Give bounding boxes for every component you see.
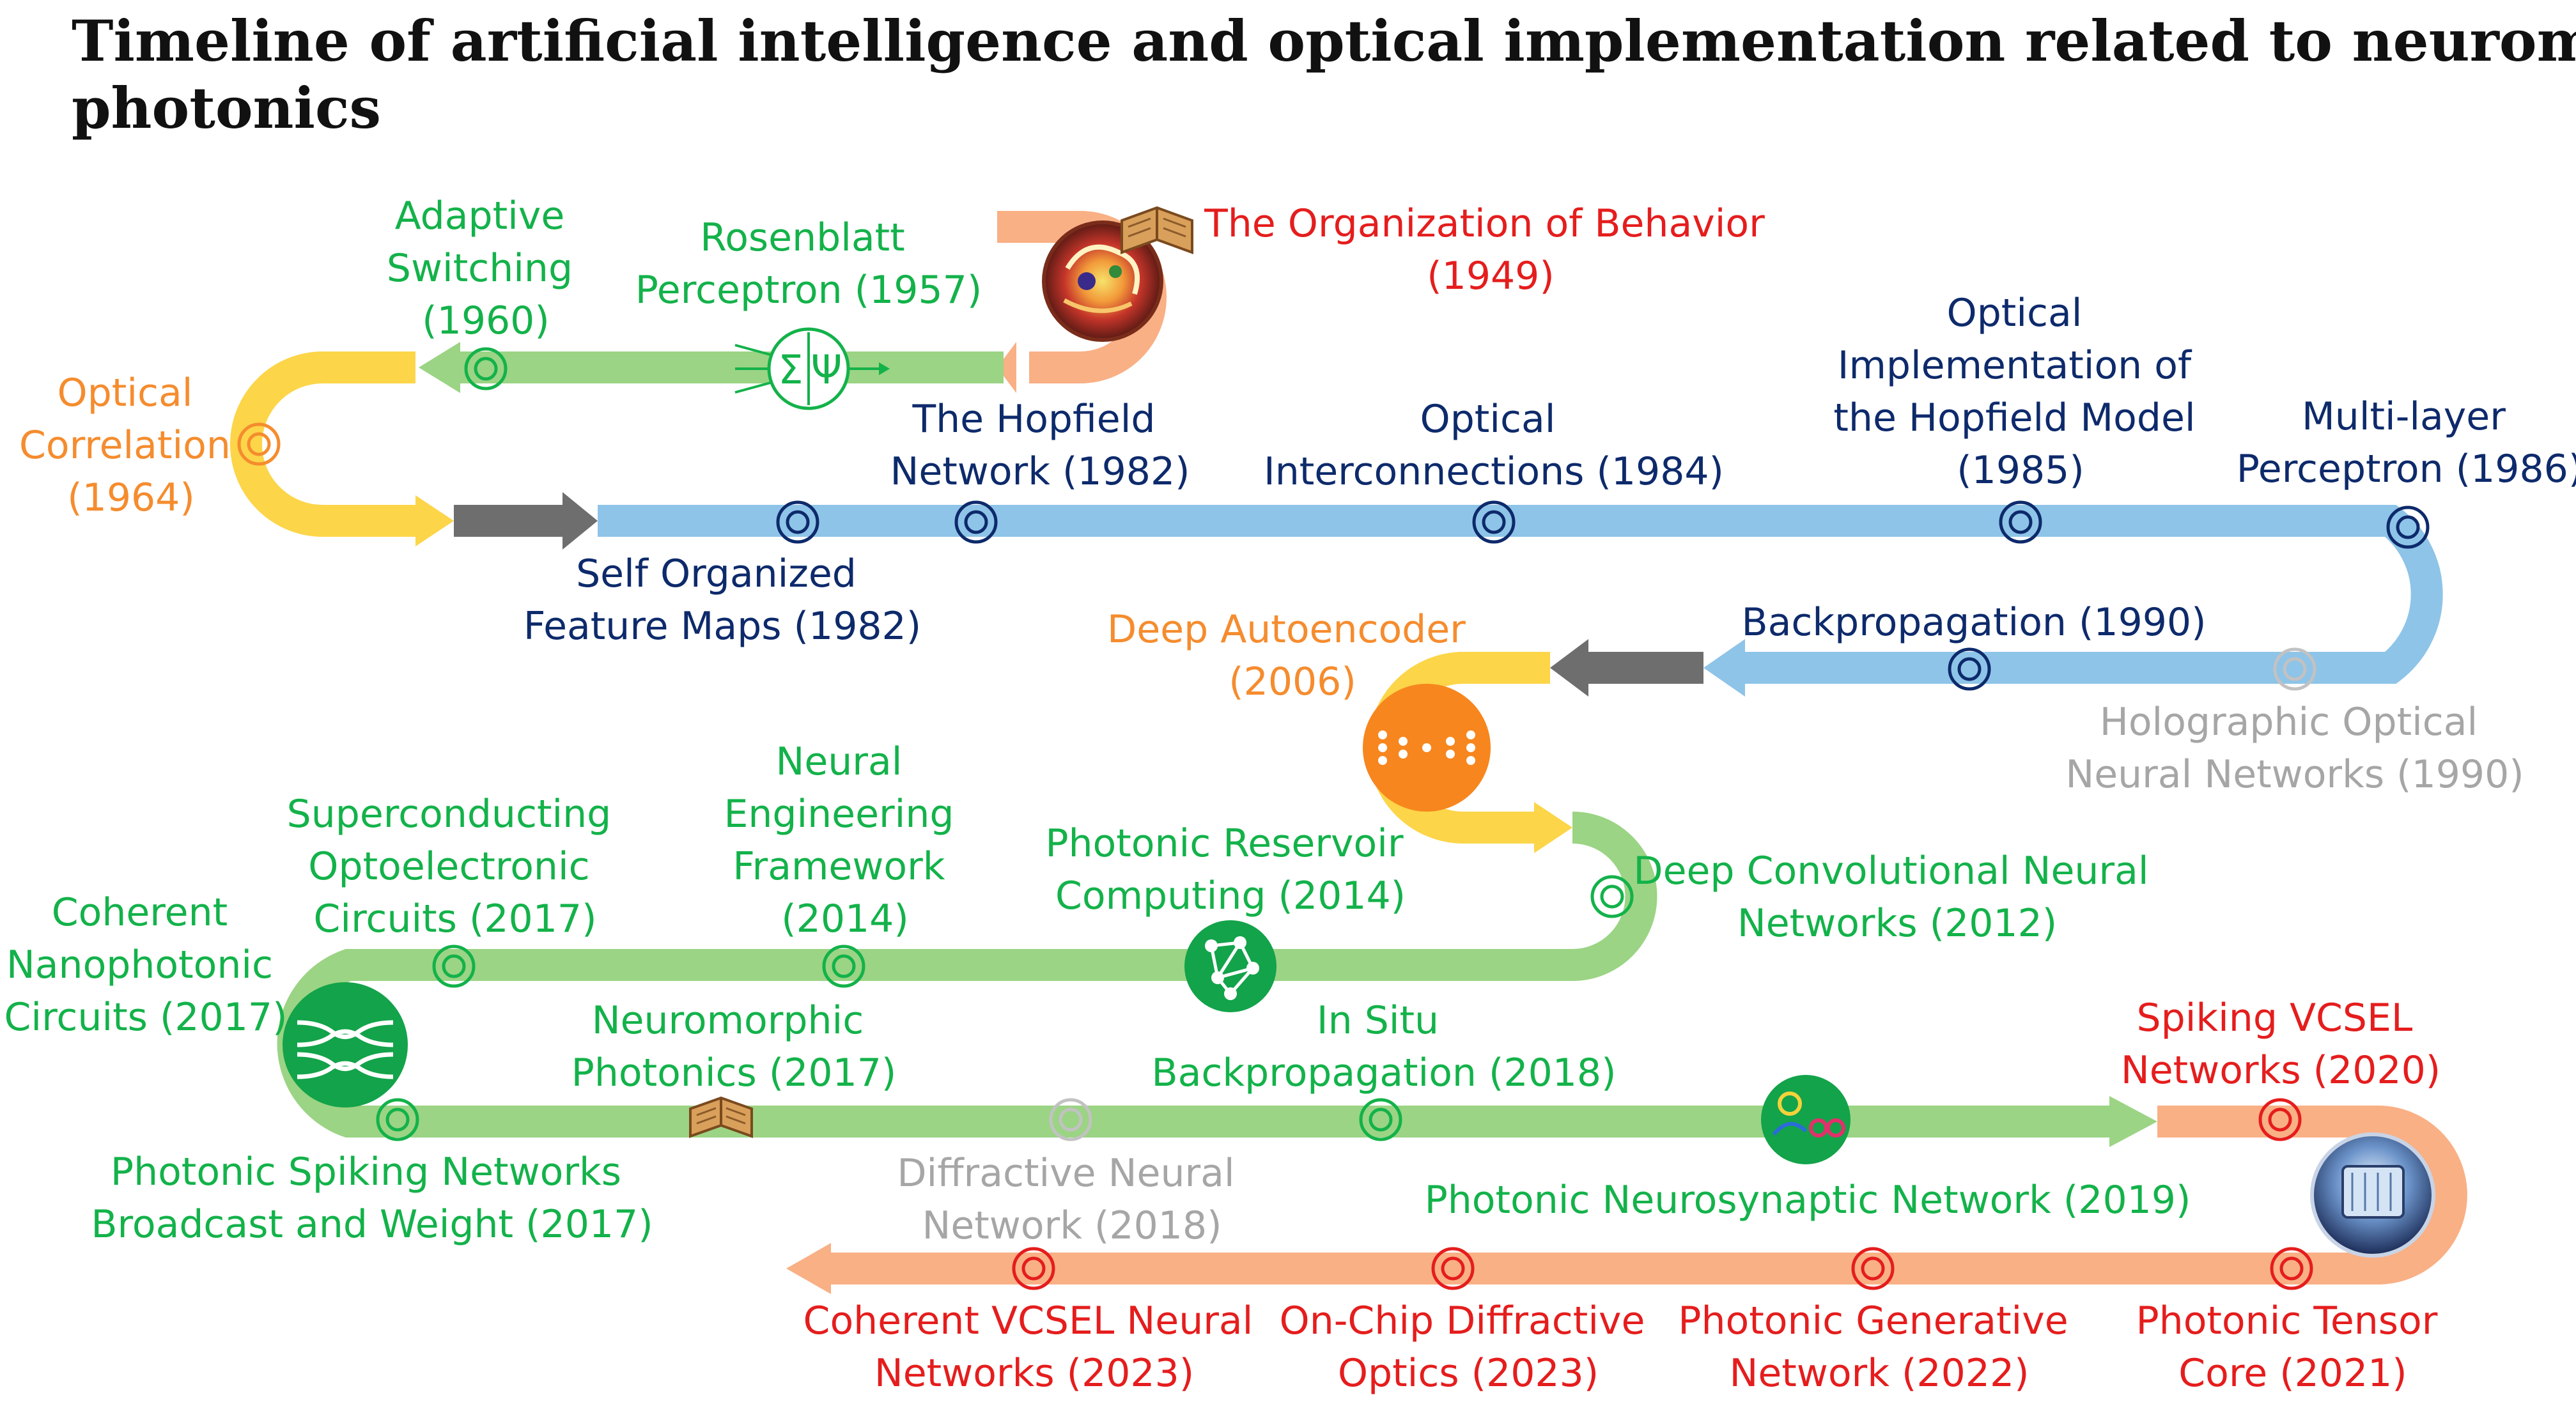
label-optical-hopfield-model: Optical Implementation of the Hopfield M… <box>1833 291 2207 493</box>
marker-on-chip-diffractive <box>1431 1247 1475 1290</box>
marker-photonic-spiking-networks <box>376 1098 419 1141</box>
marker-coherent-vcsel <box>1012 1247 1055 1290</box>
track-dark-segment-2 <box>1588 652 1703 684</box>
track-dark-segment-1 <box>454 505 563 537</box>
marker-backpropagation <box>1948 647 1991 691</box>
marker-photonic-generative <box>1851 1247 1895 1290</box>
label-adaptive-switching: Adaptive Switching (1960) <box>387 194 585 343</box>
label-photonic-neurosynaptic: Photonic Neurosynaptic Network (2019) <box>1425 1178 2191 1223</box>
marker-holographic-optical-nn <box>2273 647 2316 691</box>
track-orange-top-arrow <box>997 342 1016 393</box>
page-title: Timeline of artificial intelligence and … <box>72 8 2576 141</box>
track-orange-bottom-loop <box>831 1106 2467 1284</box>
label-coherent-vcsel: Coherent VCSEL Neural Networks (2023) <box>803 1299 1266 1396</box>
label-photonic-reservoir-computing: Photonic Reservoir Computing (2014) <box>1045 821 1415 918</box>
track-orange-bottom-arrow <box>786 1243 831 1294</box>
marker-hopfield-network <box>954 500 998 544</box>
waveguide-badge-icon <box>283 982 408 1107</box>
label-superconducting-optoelectronic: Superconducting Optoelectronic Circuits … <box>287 792 624 941</box>
track-yellow-left-arrow <box>415 495 454 546</box>
title-line-2: photonics <box>72 75 381 141</box>
label-neuromorphic-photonics: Neuromorphic Photonics (2017) <box>571 998 897 1095</box>
sigma-symbol: Σ <box>778 346 803 393</box>
label-deep-convolutional-nn: Deep Convolutional Neural Networks (2012… <box>1633 849 2161 946</box>
reservoir-network-badge-icon <box>1184 920 1276 1012</box>
marker-neural-engineering-framework <box>822 945 865 988</box>
label-organization-of-behavior: The Organization of Behavior (1949) <box>1204 201 1777 298</box>
track-dark-arrow-2 <box>1550 639 1588 697</box>
track-green-row1-arrow <box>419 342 460 393</box>
label-holographic-optical-nn: Holographic Optical Neural Networks (199… <box>2065 700 2524 797</box>
label-neural-engineering-framework: Neural Engineering Framework (2014) <box>724 739 966 941</box>
neurosynaptic-badge-icon <box>1761 1075 1851 1164</box>
milestone-labels: The Organization of Behavior (1949) Rose… <box>4 194 2576 1396</box>
marker-adaptive-switching <box>464 347 508 390</box>
track-green-lower-arrow <box>2109 1096 2157 1147</box>
marker-photonic-tensor-core <box>2270 1247 2313 1290</box>
label-backpropagation: Backpropagation (1990) <box>1741 600 2206 645</box>
marker-in-situ-backpropagation <box>1359 1098 1402 1141</box>
label-hopfield-network: The Hopfield Network (1982) <box>890 397 1190 494</box>
title-line-1: Timeline of artificial intelligence and … <box>72 8 2576 74</box>
label-in-situ-backpropagation: In Situ Backpropagation (2018) <box>1151 998 1616 1095</box>
label-self-organized-feature-maps: Self Organized Feature Maps (1982) <box>524 552 921 649</box>
label-coherent-nanophotonic: Coherent Nanophotonic Circuits (2017) <box>4 890 288 1040</box>
marker-self-organized-maps <box>776 500 819 544</box>
autoencoder-badge-icon <box>1363 684 1491 812</box>
timeline-markers <box>237 347 2430 1290</box>
open-book-icon <box>1121 206 1193 254</box>
label-rosenblatt-perceptron: Rosenblatt Perceptron (1957) <box>635 215 982 312</box>
label-deep-autoencoder: Deep Autoencoder (2006) <box>1107 607 1478 704</box>
label-spiking-vcsel: Spiking VCSEL Networks (2020) <box>2121 996 2440 1093</box>
label-multi-layer-perceptron: Multi-layer Perceptron (1986) <box>2237 394 2576 491</box>
marker-optical-hopfield-model <box>1999 500 2042 544</box>
label-optical-interconnections: Optical Interconnections (1984) <box>1264 397 1724 494</box>
marker-optical-interconnections <box>1472 500 1516 544</box>
track-yellow-middle-arrow <box>1534 802 1572 853</box>
label-optical-correlation: Optical Correlation (1964) <box>19 371 243 520</box>
brain-illustration-icon <box>1042 220 1163 342</box>
open-book-icon-2 <box>689 1096 753 1138</box>
label-diffractive-neural-network: Diffractive Neural Network (2018) <box>897 1151 1246 1248</box>
perceptron-sigma-psi-icon: Σ Ψ <box>734 327 890 410</box>
psi-symbol: Ψ <box>811 346 842 393</box>
track-blue-row <box>598 505 2443 684</box>
marker-multi-layer-perceptron <box>2386 505 2430 549</box>
marker-superconducting-optoelectronic <box>432 945 476 988</box>
marker-optical-correlation <box>237 422 281 466</box>
marker-spiking-vcsel <box>2258 1098 2302 1141</box>
label-photonic-tensor-core: Photonic Tensor Core (2021) <box>2136 1299 2449 1396</box>
label-photonic-spiking-networks: Photonic Spiking Networks Broadcast and … <box>91 1150 653 1247</box>
label-on-chip-diffractive: On-Chip Diffractive Optics (2023) <box>1280 1299 1657 1396</box>
track-yellow-left-loop <box>230 351 415 537</box>
photonic-chip-icon <box>2310 1132 2435 1258</box>
marker-diffractive-neural-network <box>1049 1098 1092 1141</box>
track-blue-arrow <box>1703 639 1745 697</box>
label-photonic-generative: Photonic Generative Network (2022) <box>1678 1299 2080 1396</box>
marker-deep-convolutional-nn <box>1590 875 1634 918</box>
track-dark-arrow-1 <box>563 492 598 550</box>
